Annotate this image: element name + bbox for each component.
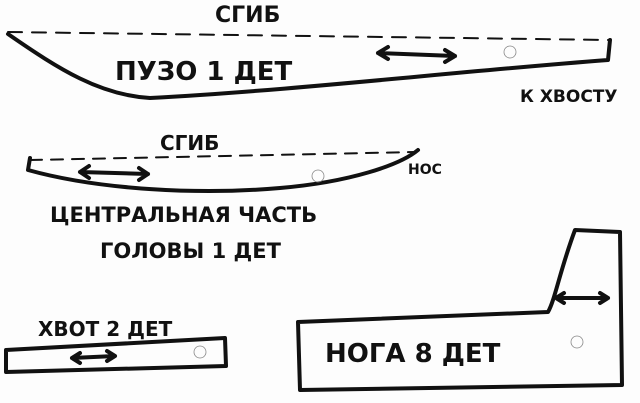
center-head-label-2: ГОЛОВЫ 1 ДЕТ [100, 239, 282, 263]
nose-label: НОС [408, 162, 442, 178]
leg-piece: НОГА 8 ДЕТ [296, 228, 624, 392]
watermark-stamps [193, 45, 584, 359]
fold-label-top: СГИБ [215, 3, 280, 28]
tail-piece: ХВОТ 2 ДЕТ [4, 317, 228, 374]
belly-piece: СГИБ ПУЗО 1 ДЕТ К ХВОСТУ [6, 3, 618, 107]
to-tail-label: К ХВОСТУ [520, 87, 618, 107]
grain-arrow [376, 45, 457, 64]
center-head-label-1: ЦЕНТРАЛЬНАЯ ЧАСТЬ [50, 203, 317, 227]
tail-label: ХВОТ 2 ДЕТ [38, 317, 173, 341]
belly-label: ПУЗО 1 ДЕТ [115, 57, 292, 87]
leg-label: НОГА 8 ДЕТ [325, 339, 501, 369]
center-head-piece: СГИБ НОС ЦЕНТРАЛЬНАЯ ЧАСТЬ ГОЛОВЫ 1 ДЕТ [26, 131, 442, 263]
fold-label-mid: СГИБ [160, 131, 219, 155]
